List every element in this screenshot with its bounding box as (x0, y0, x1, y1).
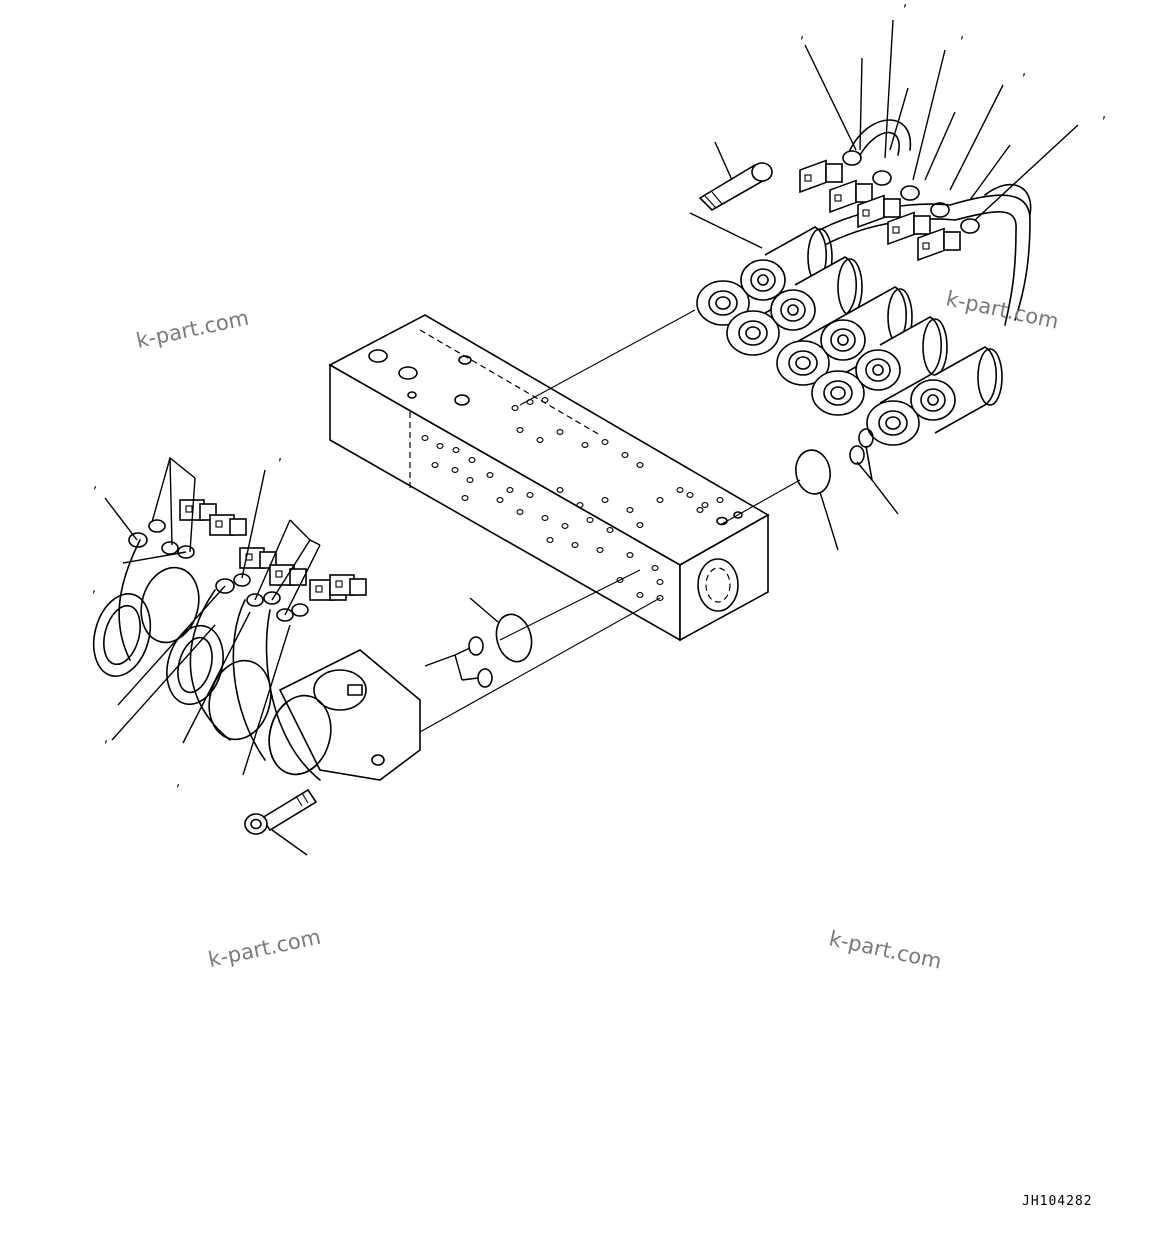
o-ring-large-right[interactable] (792, 447, 833, 496)
port-hole (431, 462, 439, 468)
solenoid-valve-4[interactable] (811, 316, 948, 416)
o-rings-small-left[interactable] (468, 636, 493, 688)
leader-lines (104, 19, 1079, 856)
port-hole (541, 397, 549, 403)
wire-connector[interactable] (329, 574, 367, 596)
port-hole (656, 579, 664, 585)
port-hole (716, 497, 724, 503)
port-hole (686, 492, 694, 498)
svg-text:,: , (92, 581, 96, 596)
solenoid-valve-5[interactable] (866, 346, 1003, 446)
port-hole (576, 502, 584, 508)
drawing-code: JH104282 (1022, 1194, 1093, 1209)
port-hole (451, 467, 459, 473)
port-hole (561, 523, 569, 529)
solenoid-valve-assembly-left[interactable] (85, 499, 421, 781)
manifold-port-holes (421, 397, 724, 601)
svg-text:,: , (93, 477, 97, 492)
port-hole (511, 405, 519, 411)
port-hole (581, 442, 589, 448)
watermark-text: k-part.com (206, 925, 323, 972)
port-hole (626, 552, 634, 558)
solenoid-valve-assembly-right[interactable] (696, 119, 1032, 446)
valve-manifold-block[interactable] (328, 314, 770, 642)
port-hole (556, 487, 564, 493)
port-hole (676, 487, 684, 493)
port-hole (461, 495, 469, 501)
port-hole (621, 452, 629, 458)
port-hole (606, 527, 614, 533)
port-hole (601, 439, 609, 445)
wire-connector[interactable] (799, 150, 862, 194)
port-hole (452, 447, 460, 453)
svg-text:,: , (104, 731, 108, 746)
svg-text:,: , (903, 0, 907, 10)
solenoid-valve-2[interactable] (726, 256, 863, 356)
port-hole (516, 427, 524, 433)
port-hole (541, 515, 549, 521)
port-hole (656, 595, 664, 601)
port-hole (696, 507, 704, 513)
port-hole (536, 437, 544, 443)
svg-text:,: , (278, 449, 282, 464)
port-hole (596, 547, 604, 553)
port-hole (556, 429, 564, 435)
port-hole (656, 497, 664, 503)
svg-text:,: , (1022, 64, 1026, 79)
port-hole (546, 537, 554, 543)
port-hole (626, 507, 634, 513)
port-hole (526, 492, 534, 498)
svg-text:,: , (800, 27, 804, 42)
port-hole (586, 517, 594, 523)
wire-connector[interactable] (917, 218, 980, 262)
port-hole (636, 522, 644, 528)
watermark-text: k-part.com (134, 306, 251, 353)
watermark-text: k-part.com (944, 286, 1061, 333)
port-hole (636, 592, 644, 598)
wire-connector[interactable] (887, 202, 950, 246)
port-hole (506, 487, 514, 493)
port-hole (436, 443, 444, 449)
port-hole (601, 497, 609, 503)
watermark-text: k-part.com (827, 926, 944, 973)
wire-connector[interactable] (857, 185, 920, 229)
mounting-bolt-left[interactable] (244, 788, 318, 835)
callout-ticks: , , , , , , , , , , (92, 0, 1106, 790)
wire-connector[interactable] (829, 170, 892, 214)
o-rings-small-right[interactable] (849, 428, 874, 465)
svg-text:,: , (960, 27, 964, 42)
solenoid-valve-1[interactable] (696, 226, 833, 326)
wire-connector[interactable] (209, 514, 247, 536)
port-hole (496, 497, 504, 503)
port-hole (651, 565, 659, 571)
o-ring-large-left[interactable] (491, 610, 536, 665)
wire-connector[interactable] (239, 547, 277, 569)
port-hole (636, 462, 644, 468)
port-hole (466, 477, 474, 483)
svg-text:,: , (1102, 107, 1106, 122)
port-hole (701, 502, 709, 508)
port-hole (571, 542, 579, 548)
solenoid-valve-3[interactable] (776, 286, 913, 386)
svg-text:,: , (176, 775, 180, 790)
port-hole (421, 435, 429, 441)
mounting-bolt-right[interactable] (698, 162, 773, 211)
port-hole (516, 509, 524, 515)
port-hole (616, 577, 624, 583)
port-hole (486, 472, 494, 478)
port-hole (468, 457, 476, 463)
